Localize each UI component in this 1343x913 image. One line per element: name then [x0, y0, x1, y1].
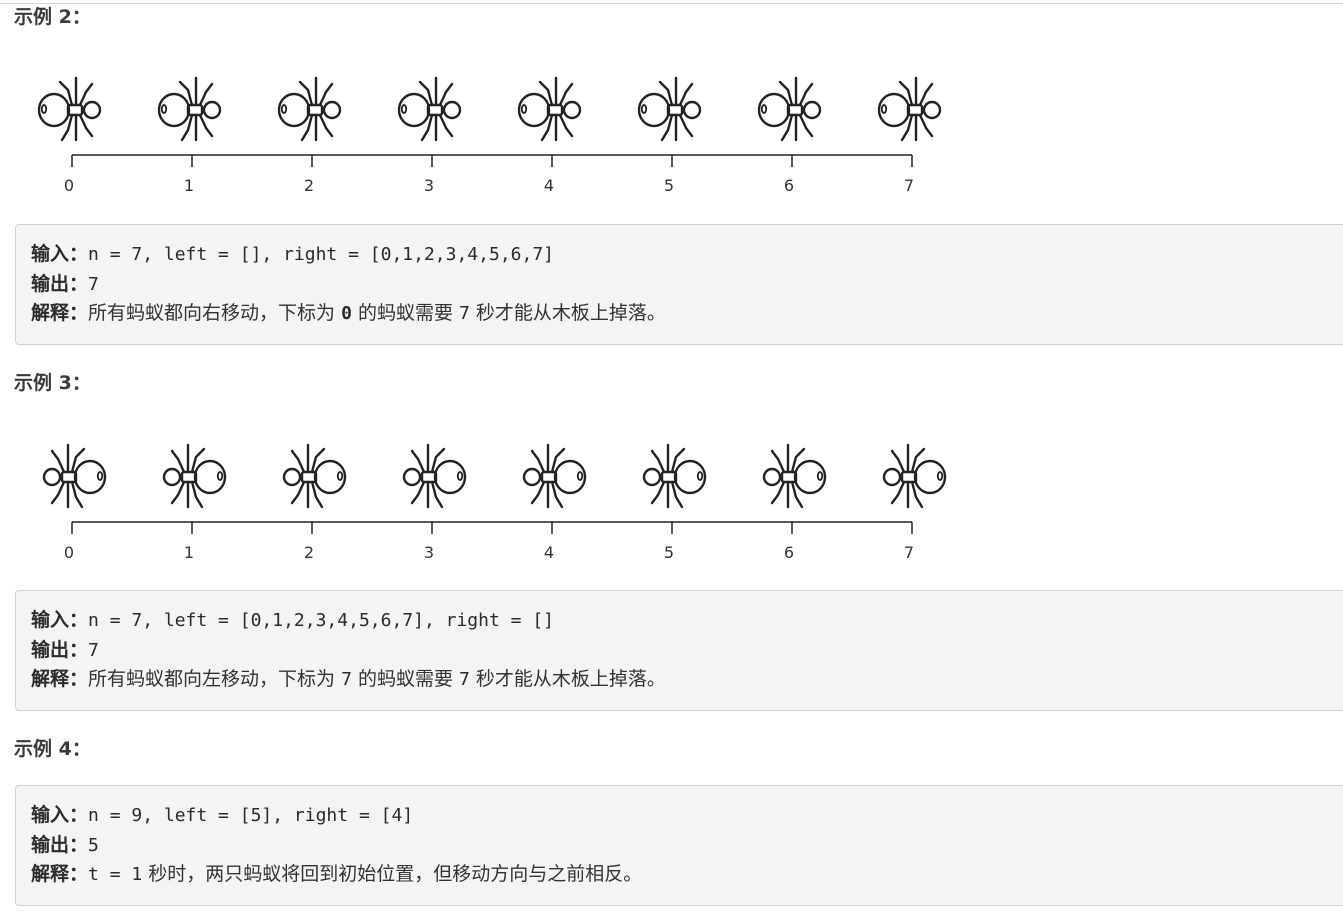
input-value: n = 7, left = [], right = [0,1,2,3,4,5,6…: [88, 244, 555, 265]
output-label: 输出：: [31, 833, 89, 856]
axis-tick-label: 2: [304, 176, 314, 195]
explanation-text: 所有蚂蚁都向右移动，下标为: [88, 302, 342, 324]
explanation-text: 的蚂蚁需要: [351, 302, 459, 324]
explanation-text: 秒才能从木板上掉落。: [469, 302, 666, 324]
ant-icon: [522, 443, 587, 509]
ant-icon: [642, 443, 707, 509]
ant-icon: [402, 443, 467, 509]
axis-tick-label: 0: [64, 176, 74, 195]
ant-icon: [517, 76, 582, 142]
axis-tick-label: 3: [424, 543, 434, 562]
inline-code: t = 1: [88, 864, 143, 885]
axis-tick-label: 5: [664, 543, 674, 562]
axis-tick-label: 7: [904, 543, 914, 562]
axis-tick-label: 4: [544, 543, 554, 562]
explanation-label: 解释：: [31, 302, 89, 324]
inline-code: 7: [459, 669, 470, 690]
top-divider: [0, 0, 1343, 4]
ants-on-plank-diagram: 0 1 2 3 4 5 6 7: [37, 76, 942, 195]
ant-icon: [282, 443, 347, 509]
axis-tick-label: 6: [784, 176, 794, 195]
input-label: 输入：: [31, 243, 89, 265]
example-3-diagram: 0 1 2 3 4 5 6 7: [30, 437, 960, 567]
explanation-text: 所有蚂蚁都向左移动，下标为: [88, 668, 342, 690]
ant-icon: [877, 76, 942, 142]
ant-icon: [637, 76, 702, 142]
axis-tick-label: 7: [904, 176, 914, 195]
input-line: 输入：n = 9, left = [5], right = [4]: [31, 801, 1343, 831]
axis-tick-label: 1: [184, 176, 194, 195]
inline-code: 7: [341, 669, 352, 690]
input-line: 输入：n = 7, left = [0,1,2,3,4,5,6,7], righ…: [31, 606, 1343, 636]
ant-icon: [277, 76, 342, 142]
ant-icon: [762, 443, 827, 509]
explanation-text: 秒才能从木板上掉落。: [469, 668, 666, 690]
ant-icon: [757, 76, 822, 142]
example-4-heading: 示例 4：: [14, 738, 91, 760]
output-label: 输出：: [31, 638, 89, 661]
output-value: 7: [88, 273, 99, 295]
ant-icon: [882, 443, 947, 509]
ant-icon: [162, 443, 227, 509]
inline-code: 7: [459, 303, 470, 324]
example-3-heading: 示例 3：: [14, 372, 91, 394]
axis-tick-label: 4: [544, 176, 554, 195]
ant-icon: [157, 76, 222, 142]
explanation-line: 解释：所有蚂蚁都向左移动，下标为 7 的蚂蚁需要 7 秒才能从木板上掉落。: [31, 665, 1343, 695]
input-value: n = 9, left = [5], right = [4]: [88, 805, 414, 826]
explanation-line: 解释：t = 1 秒时，两只蚂蚁将回到初始位置，但移动方向与之前相反。: [31, 860, 1343, 890]
ants-on-plank-diagram: 0 1 2 3 4 5 6 7: [42, 443, 947, 562]
example-2-diagram: 0 1 2 3 4 5 6 7: [30, 70, 960, 200]
axis-tick-label: 0: [64, 543, 74, 562]
ant-icon: [397, 76, 462, 142]
example-2-heading: 示例 2：: [14, 6, 91, 28]
example-3-codebox: 输入：n = 7, left = [0,1,2,3,4,5,6,7], righ…: [15, 590, 1343, 711]
output-value: 7: [88, 639, 99, 661]
explanation-label: 解释：: [31, 668, 89, 690]
example-4-codebox: 输入：n = 9, left = [5], right = [4] 输出：5 解…: [15, 785, 1343, 906]
inline-code: 0: [341, 303, 352, 324]
axis-tick-label: 1: [184, 543, 194, 562]
input-label: 输入：: [31, 804, 89, 826]
explanation-text: 的蚂蚁需要: [351, 668, 459, 690]
output-line: 输出：5: [31, 831, 1343, 861]
example-2-codebox: 输入：n = 7, left = [], right = [0,1,2,3,4,…: [15, 224, 1343, 345]
output-value: 5: [88, 834, 99, 856]
input-value: n = 7, left = [0,1,2,3,4,5,6,7], right =…: [88, 610, 555, 631]
axis-tick-label: 5: [664, 176, 674, 195]
input-label: 输入：: [31, 609, 89, 631]
ant-icon: [37, 76, 102, 142]
explanation-label: 解释：: [31, 863, 89, 885]
output-line: 输出：7: [31, 636, 1343, 666]
explanation-text: 秒时，两只蚂蚁将回到初始位置，但移动方向与之前相反。: [142, 863, 643, 885]
ant-icon: [42, 443, 107, 509]
output-line: 输出：7: [31, 270, 1343, 300]
axis-tick-label: 3: [424, 176, 434, 195]
axis-tick-label: 2: [304, 543, 314, 562]
explanation-line: 解释：所有蚂蚁都向右移动，下标为 0 的蚂蚁需要 7 秒才能从木板上掉落。: [31, 299, 1343, 329]
axis-tick-label: 6: [784, 543, 794, 562]
input-line: 输入：n = 7, left = [], right = [0,1,2,3,4,…: [31, 240, 1343, 270]
output-label: 输出：: [31, 272, 89, 295]
